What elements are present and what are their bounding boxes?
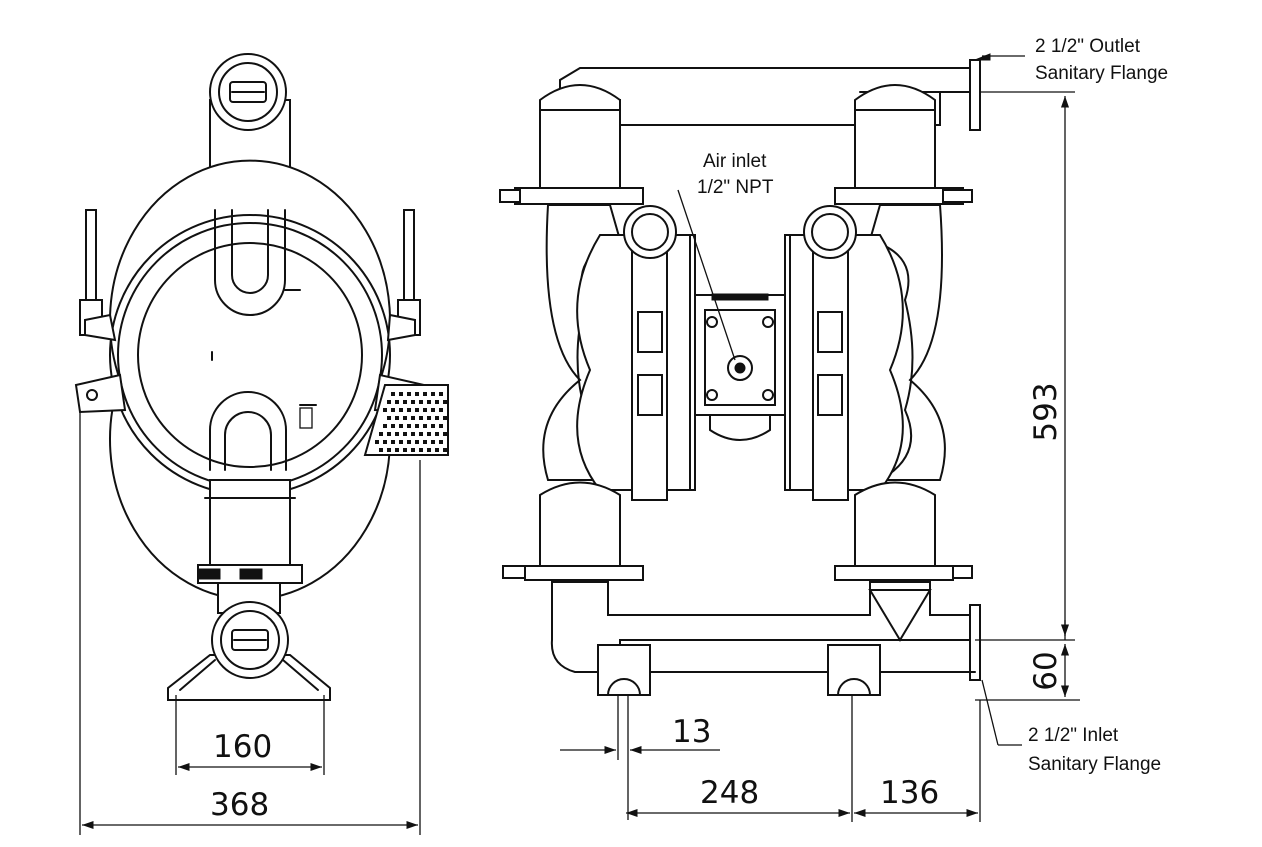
muffler-hole — [443, 400, 447, 404]
muffler-hole — [435, 416, 439, 420]
muffler-hole — [407, 424, 411, 428]
muffler-hole — [395, 416, 399, 420]
muffler-hole — [439, 408, 443, 412]
muffler-hole — [435, 432, 439, 436]
air-valve-center — [694, 293, 786, 441]
muffler-hole — [399, 424, 403, 428]
inlet-label-line1: 2 1/2" Inlet — [1028, 725, 1119, 746]
dimension-13: 13 — [672, 714, 711, 750]
dimension-160: 160 — [213, 729, 272, 765]
muffler-hole — [399, 392, 403, 396]
outlet-label-line2: Sanitary Flange — [1035, 63, 1168, 84]
muffler-hole — [431, 392, 435, 396]
muffler-hole — [427, 448, 431, 452]
muffler-hole — [415, 408, 419, 412]
muffler-hole — [387, 400, 391, 404]
annotation-lines — [79, 53, 1080, 835]
dimension-593: 593 — [1028, 382, 1064, 441]
right-chamber — [784, 204, 946, 501]
muffler-hole — [439, 424, 443, 428]
muffler-hole — [435, 400, 439, 404]
muffler-hole — [379, 448, 383, 452]
muffler-hole — [443, 448, 447, 452]
left-chamber — [542, 204, 696, 501]
muffler-hole — [419, 448, 423, 452]
dimension-136: 136 — [880, 775, 939, 811]
side-inlet-elbow — [167, 479, 331, 701]
muffler-hole — [395, 432, 399, 436]
muffler-hole — [419, 432, 423, 436]
muffler-hole — [383, 440, 387, 444]
inlet-label-line2: Sanitary Flange — [1028, 754, 1161, 775]
muffler-hole — [391, 392, 395, 396]
dimension-248: 248 — [700, 775, 759, 811]
muffler-hole — [427, 432, 431, 436]
muffler-hole — [391, 440, 395, 444]
muffler-hole — [423, 440, 427, 444]
side-view — [74, 53, 449, 701]
muffler-hole — [439, 440, 443, 444]
muffler-hole — [415, 424, 419, 428]
muffler-hole — [399, 440, 403, 444]
air-inlet-label-line1: Air inlet — [703, 151, 767, 172]
muffler-hole — [415, 392, 419, 396]
muffler-hole — [387, 448, 391, 452]
muffler-hole — [443, 432, 447, 436]
muffler-hole — [383, 408, 387, 412]
muffler-hole — [415, 440, 419, 444]
muffler-hole — [407, 408, 411, 412]
muffler-hole — [411, 432, 415, 436]
side-left-rod — [74, 209, 127, 414]
muffler-hole — [443, 416, 447, 420]
muffler-hole — [431, 408, 435, 412]
muffler-hole — [375, 440, 379, 444]
left-inlet-dome — [502, 481, 644, 581]
muffler-hole — [411, 400, 415, 404]
right-outlet-dome — [834, 84, 973, 205]
muffler-hole — [439, 392, 443, 396]
muffler-hole — [427, 400, 431, 404]
muffler-hole — [407, 392, 411, 396]
inlet-manifold — [550, 581, 981, 696]
muffler-hole — [395, 400, 399, 404]
muffler-hole — [423, 392, 427, 396]
muffler-hole — [387, 416, 391, 420]
muffler-hole — [431, 440, 435, 444]
muffler-hole — [399, 408, 403, 412]
side-chamber — [109, 159, 391, 601]
muffler-hole — [427, 416, 431, 420]
side-muffler — [363, 384, 449, 456]
muffler-hole — [391, 408, 395, 412]
muffler-hole — [403, 448, 407, 452]
front-view — [499, 59, 981, 696]
muffler-hole — [419, 416, 423, 420]
muffler-hole — [387, 432, 391, 436]
dimension-60: 60 — [1028, 651, 1064, 690]
muffler-hole — [435, 448, 439, 452]
muffler-hole — [407, 440, 411, 444]
air-inlet-label-line2: 1/2" NPT — [697, 177, 774, 198]
muffler-hole — [403, 400, 407, 404]
muffler-hole — [391, 424, 395, 428]
muffler-hole — [419, 400, 423, 404]
muffler-hole — [423, 424, 427, 428]
muffler-hole — [379, 432, 383, 436]
muffler-hole — [431, 424, 435, 428]
outlet-label-line1: 2 1/2" Outlet — [1035, 36, 1141, 57]
right-inlet-dome — [834, 481, 973, 581]
muffler-hole — [403, 416, 407, 420]
muffler-hole — [411, 448, 415, 452]
muffler-hole — [423, 408, 427, 412]
muffler-hole — [411, 416, 415, 420]
muffler-hole — [395, 448, 399, 452]
dimension-368: 368 — [210, 787, 269, 823]
muffler-hole — [383, 424, 387, 428]
muffler-hole — [403, 432, 407, 436]
